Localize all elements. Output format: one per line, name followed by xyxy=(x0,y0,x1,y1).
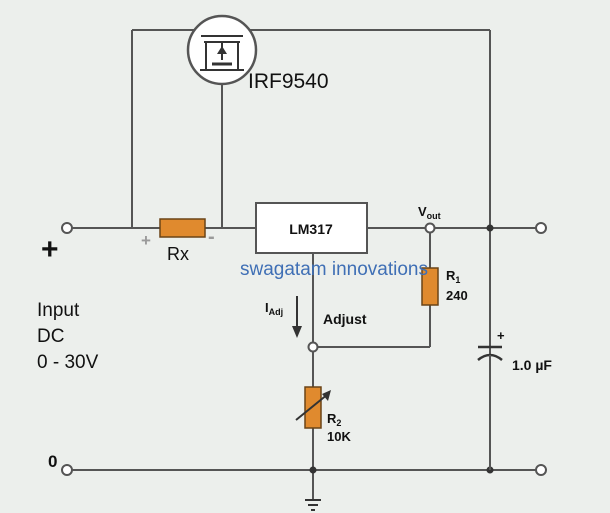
r2-variable-arrow xyxy=(295,390,331,421)
r2-label: R2 xyxy=(327,411,341,428)
iadj-label: IAdj xyxy=(265,300,283,317)
rx-resistor xyxy=(159,218,206,238)
r1-sub: 1 xyxy=(455,275,460,285)
r1-value: 240 xyxy=(446,288,468,303)
capacitor-plus-sign: + xyxy=(497,328,505,343)
iadj-sub: Adj xyxy=(269,307,284,317)
lm317-label: LM317 xyxy=(289,221,333,237)
r2-base: R xyxy=(327,411,337,426)
junction-dot-output xyxy=(486,224,494,232)
rx-plus-sign: + xyxy=(141,231,151,250)
r2-sub: 2 xyxy=(336,418,341,428)
r2-value: 10K xyxy=(327,429,351,444)
r1-resistor xyxy=(421,267,439,306)
output-plus-terminal xyxy=(535,222,547,234)
iadj-arrow xyxy=(292,296,302,338)
input-plus-label: + xyxy=(41,233,59,266)
input-label-line2: DC xyxy=(37,326,64,347)
input-label-line3: 0 - 30V xyxy=(37,352,99,373)
input-ground-terminal xyxy=(61,464,73,476)
capacitor-symbol xyxy=(477,345,503,470)
rx-minus-sign: - xyxy=(208,226,215,248)
vout-sub: out xyxy=(427,211,441,221)
output-ground-terminal xyxy=(535,464,547,476)
mosfet-label: IRF9540 xyxy=(248,70,329,93)
watermark-text: swagatam innovations xyxy=(240,259,428,280)
rx-label: Rx xyxy=(167,244,189,264)
r1-label: R1 xyxy=(446,268,460,285)
wires xyxy=(70,29,537,500)
vout-label: Vout xyxy=(418,204,441,221)
adjust-node-terminal xyxy=(307,341,319,353)
r1-base: R xyxy=(446,268,456,283)
r2-resistor xyxy=(304,386,322,429)
iadj-base: I xyxy=(265,300,269,315)
capacitor-value: 1.0 µF xyxy=(512,357,552,373)
input-plus-terminal xyxy=(61,222,73,234)
adjust-label: Adjust xyxy=(323,311,367,327)
lm317-box xyxy=(255,202,368,254)
vout-base: V xyxy=(418,204,427,219)
input-zero-label: 0 xyxy=(48,452,57,471)
input-label-line1: Input xyxy=(37,300,80,321)
ground-symbol xyxy=(305,499,321,511)
vout-node-terminal xyxy=(424,222,436,234)
mosfet-symbol xyxy=(186,14,258,86)
junction-dot-ground-r2 xyxy=(309,466,317,474)
